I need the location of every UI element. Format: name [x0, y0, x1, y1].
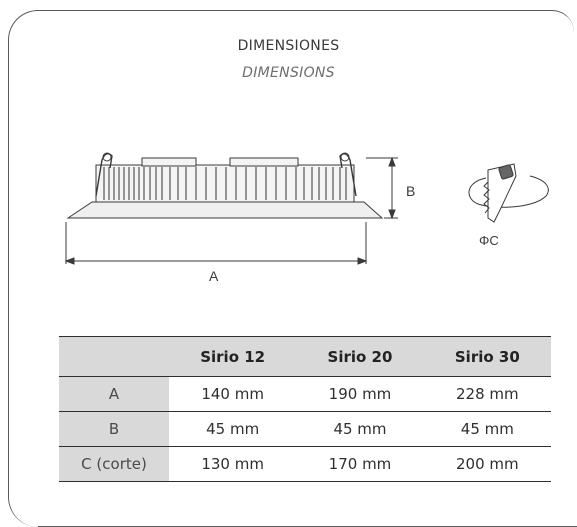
dimension-a: [64, 222, 368, 265]
table-cell: 140 mm: [169, 376, 297, 412]
row-header: A: [59, 376, 169, 412]
subtitle: DIMENSIONS: [242, 65, 335, 81]
column-header: Sirio 12: [169, 336, 297, 377]
column-header: Sirio 20: [296, 336, 424, 377]
cutout-saw-icon: [468, 163, 549, 223]
table-cell: 45 mm: [169, 411, 297, 447]
dimension-c-label: ΦC: [479, 233, 499, 248]
downlight-side-view: [66, 152, 384, 219]
dimension-b-label: B: [406, 183, 416, 199]
dimensions-table: Sirio 12 Sirio 20 Sirio 30 A 140 mm 190 …: [59, 336, 551, 482]
table-corner-cell: [59, 336, 169, 377]
heading: DIMENSIONES DIMENSIONS: [0, 36, 577, 83]
title: DIMENSIONES: [237, 38, 340, 54]
technical-drawing: [64, 152, 549, 265]
table-row: C (corte) 130 mm 170 mm 200 mm: [59, 446, 551, 482]
table-header-row: Sirio 12 Sirio 20 Sirio 30: [59, 336, 551, 377]
table-cell: 130 mm: [169, 446, 297, 482]
table-cell: 45 mm: [296, 411, 424, 447]
table-row: B 45 mm 45 mm 45 mm: [59, 411, 551, 447]
table-row: A 140 mm 190 mm 228 mm: [59, 376, 551, 412]
table-cell: 200 mm: [423, 446, 551, 482]
column-header: Sirio 30: [423, 336, 551, 377]
dimension-b: [366, 156, 398, 220]
row-header: B: [59, 411, 169, 447]
table-cell: 45 mm: [423, 411, 551, 447]
dimension-a-label: A: [209, 268, 219, 284]
frame: [8, 10, 574, 527]
table-cell: 228 mm: [423, 376, 551, 412]
row-header: C (corte): [59, 446, 169, 482]
table-cell: 190 mm: [296, 376, 424, 412]
table-cell: 170 mm: [296, 446, 424, 482]
